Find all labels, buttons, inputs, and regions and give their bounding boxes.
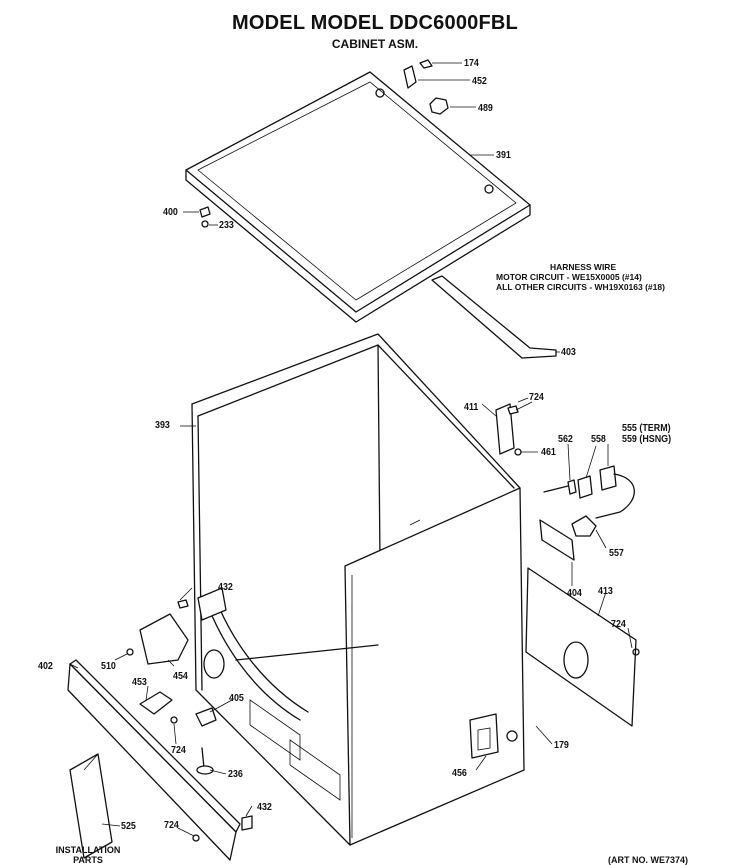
callout-555-term: 555 (TERM) bbox=[622, 422, 671, 434]
leader-lines bbox=[69, 397, 609, 837]
rear-panel bbox=[525, 567, 640, 727]
callout-558: 558 bbox=[591, 433, 606, 445]
callout-489: 489 bbox=[478, 102, 493, 114]
installation-parts-label: INSTALLATION PARTS bbox=[48, 845, 128, 865]
lower-front-parts bbox=[67, 599, 253, 861]
callout-174: 174 bbox=[464, 57, 479, 69]
callout-724-top: 724 bbox=[529, 391, 544, 403]
callout-724-lower: 724 bbox=[171, 744, 186, 756]
callout-510: 510 bbox=[101, 660, 116, 672]
art-number: (ART NO. WE7374) bbox=[608, 855, 689, 865]
callout-400: 400 bbox=[163, 206, 178, 218]
callout-724-right: 724 bbox=[611, 618, 626, 630]
installation-label-line1: INSTALLATION bbox=[55, 845, 121, 855]
hinge-clip-parts bbox=[183, 59, 494, 228]
callout-402: 402 bbox=[38, 660, 53, 672]
callout-456: 456 bbox=[452, 767, 467, 779]
harness-other-line: ALL OTHER CIRCUITS - WH19X0163 (#18) bbox=[496, 282, 665, 292]
top-panel bbox=[185, 71, 531, 323]
diagram-title: MODEL MODEL DDC6000FBL bbox=[232, 12, 518, 34]
harness-motor-line: MOTOR CIRCUIT - WE15X0005 (#14) bbox=[496, 272, 642, 282]
callout-525: 525 bbox=[121, 820, 136, 832]
installation-label-line2: PARTS bbox=[73, 855, 103, 865]
callout-391: 391 bbox=[496, 149, 511, 161]
callout-559-hsng: 559 (HSNG) bbox=[622, 433, 672, 445]
callout-454: 454 bbox=[173, 670, 188, 682]
callout-411: 411 bbox=[464, 401, 479, 413]
callout-405: 405 bbox=[229, 692, 244, 704]
callout-236: 236 bbox=[228, 768, 243, 780]
callout-452: 452 bbox=[472, 75, 487, 87]
callout-557: 557 bbox=[609, 547, 624, 559]
harness-wire-title: HARNESS WIRE bbox=[550, 262, 617, 272]
harness-wire-note: HARNESS WIRE MOTOR CIRCUIT - WE15X0005 (… bbox=[496, 262, 696, 292]
callout-453: 453 bbox=[132, 676, 147, 688]
callout-432-top: 432 bbox=[218, 581, 233, 593]
cabinet-body bbox=[191, 333, 525, 846]
callout-461: 461 bbox=[541, 446, 556, 458]
callout-233: 233 bbox=[219, 219, 234, 231]
callout-179: 179 bbox=[554, 739, 569, 751]
callout-413: 413 bbox=[598, 585, 613, 597]
diagram-subtitle: CABINET ASM. bbox=[331, 37, 419, 51]
callout-724-bottom: 724 bbox=[164, 819, 179, 831]
callout-403: 403 bbox=[561, 346, 576, 358]
harness-strip bbox=[431, 275, 560, 359]
callout-404: 404 bbox=[567, 587, 582, 599]
callout-562: 562 bbox=[558, 433, 573, 445]
electrical-parts bbox=[495, 401, 635, 561]
callout-393: 393 bbox=[155, 419, 170, 431]
callout-432-bottom: 432 bbox=[257, 801, 272, 813]
